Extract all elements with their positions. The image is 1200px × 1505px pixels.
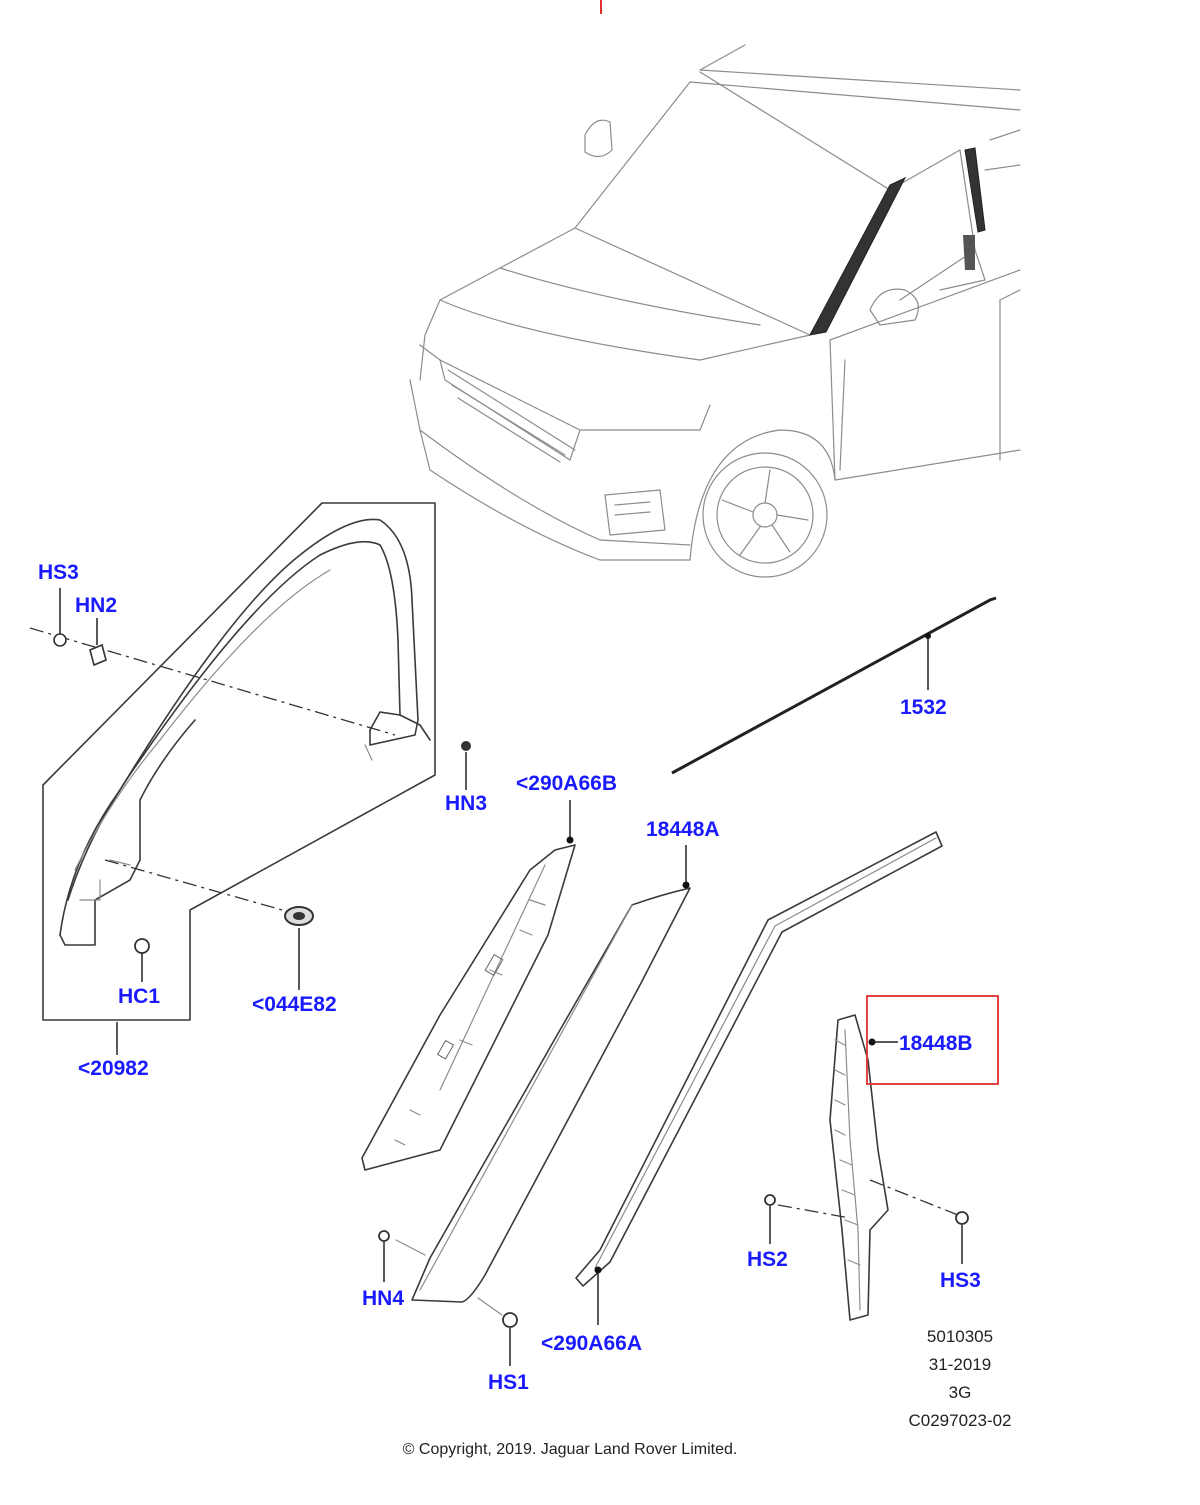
part-290a66a-moulding xyxy=(575,831,943,1325)
fastener-hs3-top xyxy=(53,588,67,647)
vehicle-illustration xyxy=(409,44,1021,578)
fastener-hc1 xyxy=(134,938,150,982)
callout-hn2: HN2 xyxy=(75,594,117,617)
highlight-box-18448b xyxy=(866,995,999,1085)
callout-044e82: <044E82 xyxy=(252,993,337,1016)
callout-290a66b: <290A66B xyxy=(516,772,617,795)
leader-dash-hs3-hn2 xyxy=(29,627,396,736)
callout-hs2: HS2 xyxy=(747,1248,788,1271)
fastener-hs2 xyxy=(764,1194,776,1244)
copyright-notice: © Copyright, 2019. Jaguar Land Rover Lim… xyxy=(403,1441,738,1458)
callout-hs3-top: HS3 xyxy=(38,561,79,584)
callout-18448a: 18448A xyxy=(646,818,720,841)
fastener-hn2 xyxy=(89,618,107,667)
callout-hn3: HN3 xyxy=(445,792,487,815)
callout-hs1: HS1 xyxy=(488,1371,529,1394)
part-1532-strip xyxy=(671,596,997,775)
door-frame-assembly xyxy=(42,502,436,1021)
fastener-hn3 xyxy=(461,741,471,790)
grommet-044e82 xyxy=(284,906,314,990)
callout-hs3-bottom: HS3 xyxy=(940,1269,981,1292)
callout-18448b: 18448B xyxy=(899,1032,973,1055)
callout-hc1: HC1 xyxy=(118,985,160,1008)
callout-290a66a: <290A66A xyxy=(541,1332,642,1355)
fastener-hs1 xyxy=(477,1297,518,1366)
leader-dash-044e82 xyxy=(104,859,301,916)
ref-line-4: C0297023-02 xyxy=(908,1411,1011,1430)
ref-line-1: 5010305 xyxy=(927,1327,993,1346)
callout-20982: <20982 xyxy=(78,1057,149,1080)
leader-dash-hs2 xyxy=(777,1204,851,1219)
callout-1532: 1532 xyxy=(900,696,947,719)
callout-hn4: HN4 xyxy=(362,1287,404,1310)
leader-dash-hs3 xyxy=(869,1179,959,1216)
ref-line-2: 31-2019 xyxy=(929,1355,991,1374)
part-18448a-pillar-trim xyxy=(411,845,691,1303)
fastener-hn4 xyxy=(378,1230,426,1282)
fastener-hs3-bottom xyxy=(955,1211,969,1264)
part-18448b-bpillar-trim xyxy=(829,1014,898,1321)
part-290a66b-trim xyxy=(361,800,576,1171)
ref-line-3: 3G xyxy=(949,1383,972,1402)
illustration-reference: 5010305 31-2019 3G C0297023-02 xyxy=(908,1327,1011,1430)
